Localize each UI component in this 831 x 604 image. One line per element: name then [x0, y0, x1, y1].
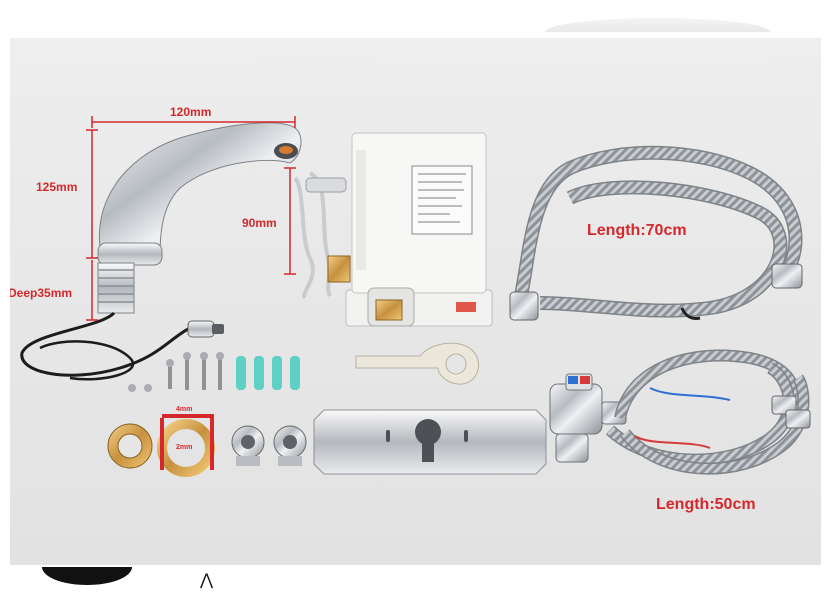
wrench-tool — [355, 342, 479, 385]
short-hose-length-label: Length:50cm — [656, 496, 756, 513]
check-valves — [231, 425, 307, 466]
brass-nut — [107, 423, 153, 469]
long-hose-length-label: Length:70cm — [587, 222, 687, 239]
control-box — [327, 132, 493, 327]
faucet — [20, 122, 302, 381]
product-photo: 120mm 125mm 90mm Deep35mm Length:70cm Le… — [10, 38, 821, 565]
brass-washer — [157, 414, 215, 477]
product-illustration — [20, 116, 811, 477]
screws — [128, 352, 224, 392]
width-dimension-label: 120mm — [170, 105, 212, 119]
sensor-wire — [293, 171, 347, 300]
inner-diameter-label: 4mm — [176, 406, 193, 413]
inner-small-label: 2mm — [176, 444, 193, 451]
short-hoses — [605, 349, 811, 475]
dimension-lines — [86, 116, 296, 321]
long-hose — [509, 145, 803, 321]
background-bottom-shape — [42, 567, 132, 585]
wall-anchors — [236, 356, 300, 390]
mixing-valve — [549, 373, 627, 463]
base-plate — [313, 409, 547, 475]
spout-height-label: 90mm — [242, 216, 277, 230]
base-depth-label: Deep35mm — [10, 286, 73, 300]
height-dimension-label: 125mm — [36, 180, 78, 194]
background-bottom-glyph: ⋀ — [200, 570, 214, 589]
background-top-edge — [545, 18, 770, 32]
